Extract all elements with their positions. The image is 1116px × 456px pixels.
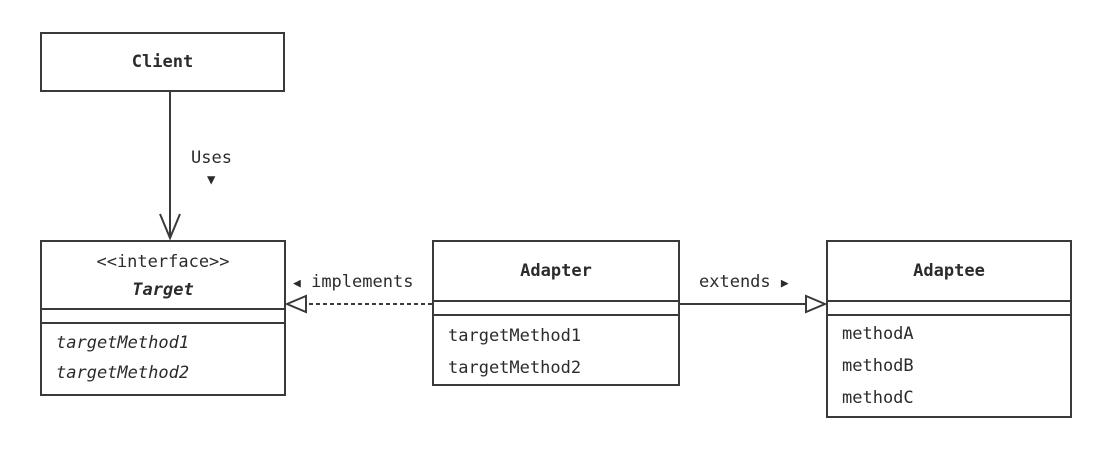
- adaptee-method: methodC: [842, 388, 914, 408]
- client-class-name: Client: [131, 52, 194, 72]
- adapter-attributes-section: [434, 300, 678, 314]
- client-class-box: Client: [40, 32, 285, 92]
- extends-label: extends ▶: [699, 272, 789, 292]
- implements-label-text: implements: [311, 272, 414, 292]
- target-attributes-section: [42, 308, 284, 322]
- adaptee-methods-section: methodA methodB methodC: [828, 314, 1070, 414]
- extends-label-text: extends: [699, 272, 771, 292]
- adapter-method: targetMethod1: [448, 326, 582, 346]
- adapter-class-box: Adapter targetMethod1 targetMethod2: [432, 240, 680, 386]
- extends-arrow-glyph: ▶: [780, 276, 789, 291]
- adapter-header: Adapter: [434, 242, 678, 300]
- adaptee-method: methodA: [842, 324, 914, 344]
- target-method: targetMethod2: [56, 363, 190, 383]
- target-interface-box: <<interface>> Target targetMethod1 targe…: [40, 240, 286, 396]
- target-header: <<interface>> Target: [42, 242, 284, 308]
- adaptee-method: methodB: [842, 356, 914, 376]
- target-methods-section: targetMethod1 targetMethod2: [42, 322, 284, 388]
- target-interface-name: Target: [132, 280, 194, 300]
- target-method: targetMethod1: [56, 333, 190, 353]
- adaptee-class-name: Adaptee: [913, 261, 985, 281]
- implements-arrow-glyph: ◀: [293, 276, 301, 291]
- uses-label-text: Uses: [191, 148, 232, 168]
- implements-arrowhead: [284, 294, 307, 314]
- implements-label: ◀ implements: [293, 272, 413, 292]
- adapter-method: targetMethod2: [448, 358, 582, 378]
- adaptee-attributes-section: [828, 300, 1070, 314]
- adapter-class-name: Adapter: [520, 261, 592, 281]
- adaptee-header: Adaptee: [828, 242, 1070, 300]
- uses-arrow-glyph: ▼: [207, 172, 216, 188]
- adapter-methods-section: targetMethod1 targetMethod2: [434, 314, 678, 384]
- target-stereotype: <<interface>>: [96, 252, 230, 272]
- uses-label: Uses: [191, 148, 232, 168]
- uses-direction-arrow: ▼: [207, 172, 215, 188]
- adaptee-class-box: Adaptee methodA methodB methodC: [826, 240, 1072, 418]
- extends-arrowhead: [805, 294, 828, 314]
- uses-arrowhead: [159, 213, 181, 241]
- client-header: Client: [42, 34, 283, 90]
